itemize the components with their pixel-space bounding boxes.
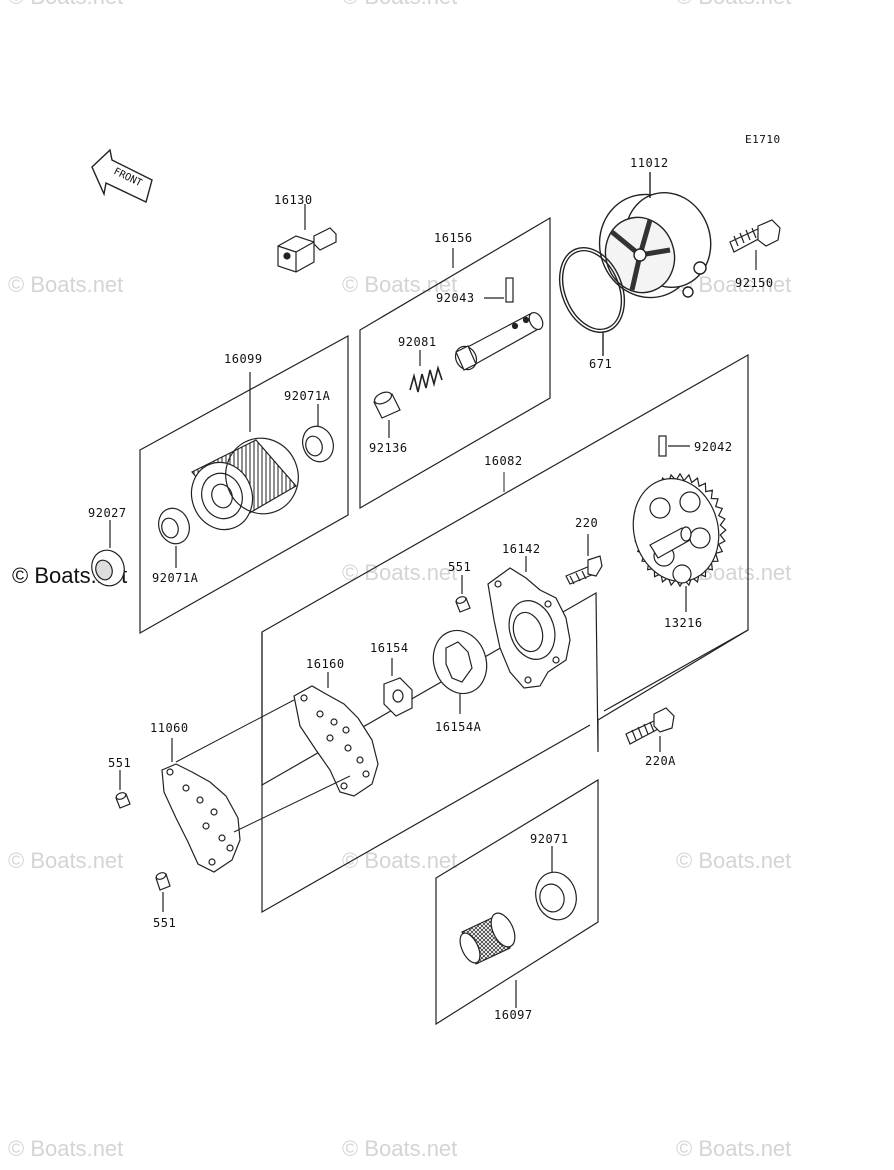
part-label-11060[interactable]: 11060 [150,721,189,735]
group-16156-box [359,216,551,510]
part-label-16142[interactable]: 16142 [502,542,541,556]
spring-92081-shape [409,350,443,393]
part-label-551-top[interactable]: 551 [448,560,472,574]
watermark: © Boats.net [676,848,792,873]
seal-92071A-bottom-shape [158,507,190,568]
part-label-671[interactable]: 671 [589,357,613,371]
part-label-92027[interactable]: 92027 [88,506,127,520]
valve-shaft-16156-shape [452,248,544,371]
plate-16160-shape [293,672,379,797]
oil-filter-16099-shape [190,372,299,531]
bolt-92150-shape [729,219,781,270]
fitting-16130-shape [277,204,337,273]
part-label-16099[interactable]: 16099 [224,352,263,366]
watermark: © Boats.net [676,0,791,10]
part-label-551-bottom[interactable]: 551 [153,916,177,930]
front-arrow-icon: FRONT [91,148,153,203]
bolt-220A-shape [625,707,675,752]
seal-92071A-top-shape [302,404,334,463]
gear-13216-shape [632,472,727,612]
dowel-551-top-shape [455,575,471,613]
part-label-16082[interactable]: 16082 [484,454,523,468]
gasket-11060-shape [161,738,241,873]
watermark: © Boats.net [8,0,123,10]
part-label-92081[interactable]: 92081 [398,335,437,349]
pump-body-16142-shape [487,556,571,689]
group-16097-box [435,778,599,1026]
part-label-92136[interactable]: 92136 [369,441,408,455]
pin-92043-shape [484,277,514,303]
watermark: © Boats.net [8,848,124,873]
watermark: © Boats.net [676,1136,792,1161]
cover-11012-shape [598,172,712,299]
part-label-11012[interactable]: 11012 [630,156,669,170]
watermark: © Boats.net [8,1136,124,1161]
group-16082-box-lower [261,632,591,914]
inner-rotor-16154-shape [383,658,413,717]
part-label-16130[interactable]: 16130 [274,193,313,207]
part-label-92071A-top[interactable]: 92071A [284,389,331,403]
watermark: © Boats.net [342,1136,458,1161]
part-label-220A[interactable]: 220A [645,754,676,768]
oring-671-shape [558,246,626,356]
part-label-220[interactable]: 220 [575,516,599,530]
watermark: © Boats.net [8,272,124,297]
dowel-551-bottom-shape [155,872,171,912]
strainer-16097-shape [459,912,517,1008]
part-label-16154[interactable]: 16154 [370,641,409,655]
pin-92042-shape [658,435,690,457]
part-label-92071A-bottom[interactable]: 92071A [152,571,199,585]
outer-rotor-16154A-shape [432,629,488,714]
part-label-16156[interactable]: 16156 [434,231,473,245]
watermark: © Boats.net [342,560,458,585]
part-label-16154A[interactable]: 16154A [435,720,482,734]
part-label-16160[interactable]: 16160 [306,657,345,671]
bolt-220-shape [565,534,603,585]
plunger-92136-shape [373,391,401,438]
part-label-551-left[interactable]: 551 [108,756,132,770]
seal-92071-shape [535,846,577,921]
collar-92027-shape [91,520,125,587]
part-label-92043[interactable]: 92043 [436,291,475,305]
watermark: © Boats.net [342,848,458,873]
part-label-16097[interactable]: 16097 [494,1008,533,1022]
diagram-code: E1710 [745,133,781,146]
watermark: © Boats.net [342,0,457,10]
part-label-92042[interactable]: 92042 [694,440,733,454]
part-label-92150[interactable]: 92150 [735,276,774,290]
part-label-92071[interactable]: 92071 [530,832,569,846]
group-16099-box [139,334,349,635]
dowel-551-left-shape [115,770,131,809]
part-label-13216[interactable]: 13216 [664,616,703,630]
